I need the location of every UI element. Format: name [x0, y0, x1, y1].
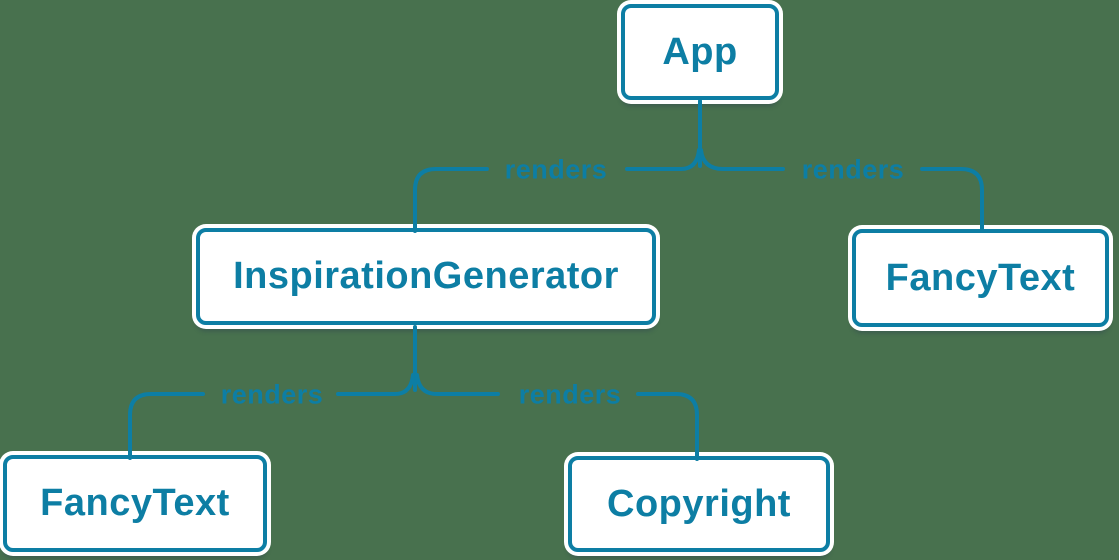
- tree-node-fancy-text-top: FancyText: [852, 229, 1109, 327]
- node-label: Copyright: [607, 482, 791, 525]
- node-label: App: [662, 30, 738, 73]
- edge-label-renders: renders: [801, 154, 905, 185]
- edge-label-renders: renders: [504, 154, 608, 185]
- node-label: FancyText: [40, 482, 230, 524]
- tree-node-fancy-text-bottom: FancyText: [3, 455, 267, 552]
- tree-node-copyright: Copyright: [568, 456, 830, 552]
- node-label: InspirationGenerator: [233, 255, 619, 297]
- edge-label-renders: renders: [518, 379, 622, 410]
- node-label: FancyText: [885, 256, 1076, 299]
- tree-node-app: App: [621, 4, 779, 100]
- edge-label-renders: renders: [220, 379, 324, 410]
- tree-node-inspiration-generator: InspirationGenerator: [196, 228, 656, 325]
